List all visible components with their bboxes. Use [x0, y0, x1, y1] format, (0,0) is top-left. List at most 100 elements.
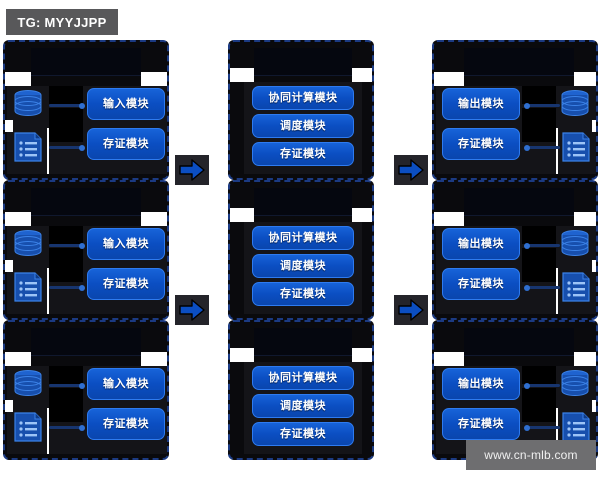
spine-block [522, 226, 556, 244]
flow-arrow-compute-to-output[interactable] [394, 155, 428, 185]
document-list-icon [562, 272, 590, 302]
panel-input-node[interactable]: 输入模块 存证模块 [3, 180, 169, 320]
module-button-collaborative-compute[interactable]: 协同计算模块 [252, 366, 354, 390]
layout-gutter [5, 212, 31, 226]
module-button-scheduling[interactable]: 调度模块 [252, 254, 354, 278]
layout-gutter [592, 400, 596, 412]
module-button-evidence[interactable]: 存证模块 [87, 128, 165, 160]
connector-line [49, 102, 85, 109]
module-button-output[interactable]: 输出模块 [442, 228, 520, 260]
module-button-input[interactable]: 输入模块 [87, 228, 165, 260]
module-button-evidence[interactable]: 存证模块 [442, 128, 520, 160]
spine-block [522, 366, 556, 384]
module-button-evidence[interactable]: 存证模块 [442, 408, 520, 440]
connector-line [49, 382, 85, 389]
connector-line [49, 284, 85, 291]
panel-output-node[interactable]: 输出模块 存证模块 [432, 320, 598, 460]
module-button-collaborative-compute[interactable]: 协同计算模块 [252, 226, 354, 250]
module-button-collaborative-compute[interactable]: 协同计算模块 [252, 86, 354, 110]
layout-gutter [574, 212, 596, 226]
connector-line [524, 242, 560, 249]
arrow-right-icon [179, 159, 205, 181]
flow-arrow-compute-to-output[interactable] [394, 295, 428, 325]
spine-block [522, 248, 556, 282]
layout-gutter [574, 352, 596, 366]
panel-title-bar [31, 188, 141, 216]
arrow-right-icon [398, 159, 424, 181]
panel-compute-node[interactable]: 协同计算模块 调度模块 存证模块 [228, 40, 374, 180]
flow-arrow-input-to-compute[interactable] [175, 295, 209, 325]
layout-gutter [556, 128, 558, 174]
database-icon [13, 230, 43, 258]
connector-line [49, 144, 85, 151]
document-list-icon [14, 132, 42, 162]
spine-block [49, 366, 83, 384]
panel-output-node[interactable]: 输出模块 存证模块 [432, 180, 598, 320]
panel-compute-node[interactable]: 协同计算模块 调度模块 存证模块 [228, 180, 374, 320]
site-watermark: www.cn-mlb.com [466, 440, 596, 470]
document-list-icon [14, 272, 42, 302]
arrow-right-icon [398, 299, 424, 321]
spine-block [522, 108, 556, 142]
panel-title-bar [254, 328, 352, 356]
module-button-evidence[interactable]: 存证模块 [87, 408, 165, 440]
module-button-scheduling[interactable]: 调度模块 [252, 394, 354, 418]
module-button-output[interactable]: 输出模块 [442, 368, 520, 400]
module-button-evidence[interactable]: 存证模块 [252, 282, 354, 306]
panel-input-node[interactable]: 输入模块 存证模块 [3, 40, 169, 180]
layout-gutter [434, 212, 464, 226]
panel-title-bar [254, 48, 352, 76]
document-list-icon [14, 412, 42, 442]
panel-title-bar [464, 328, 574, 356]
layout-gutter [230, 68, 254, 82]
panel-compute-node[interactable]: 协同计算模块 调度模块 存证模块 [228, 320, 374, 460]
telegram-handle-badge: TG: MYYJJPP [6, 9, 118, 35]
module-button-evidence[interactable]: 存证模块 [87, 268, 165, 300]
spine-block [49, 226, 83, 244]
layout-gutter [352, 68, 372, 82]
spine-block [49, 108, 83, 142]
connector-line [524, 424, 560, 431]
module-button-input[interactable]: 输入模块 [87, 88, 165, 120]
layout-gutter [5, 352, 31, 366]
diagram-row: 输入模块 存证模块 协同计算模块 调度模块 存证模块 [0, 320, 600, 462]
panel-title-bar [254, 188, 352, 216]
layout-gutter [574, 72, 596, 86]
panel-title-bar [31, 48, 141, 76]
connector-line [524, 284, 560, 291]
spine-block [522, 388, 556, 422]
spine-block [49, 248, 83, 282]
layout-gutter [47, 128, 49, 174]
panel-output-node[interactable]: 输出模块 存证模块 [432, 40, 598, 180]
layout-gutter [5, 72, 31, 86]
layout-gutter [47, 408, 49, 454]
layout-gutter [5, 120, 13, 132]
layout-gutter [141, 72, 167, 86]
layout-gutter [230, 348, 254, 362]
database-icon [560, 370, 590, 398]
layout-gutter [47, 268, 49, 314]
panel-title-bar [464, 188, 574, 216]
flow-arrow-input-to-compute[interactable] [175, 155, 209, 185]
spine-block [49, 388, 83, 422]
connector-line [524, 382, 560, 389]
layout-gutter [556, 268, 558, 314]
module-button-input[interactable]: 输入模块 [87, 368, 165, 400]
database-icon [13, 90, 43, 118]
spine-block [522, 86, 556, 104]
arrow-right-icon [179, 299, 205, 321]
document-list-icon [562, 132, 590, 162]
module-button-evidence[interactable]: 存证模块 [442, 268, 520, 300]
layout-gutter [141, 212, 167, 226]
module-button-evidence[interactable]: 存证模块 [252, 142, 354, 166]
module-button-scheduling[interactable]: 调度模块 [252, 114, 354, 138]
panel-input-node[interactable]: 输入模块 存证模块 [3, 320, 169, 460]
layout-gutter [352, 208, 372, 222]
layout-gutter [5, 400, 13, 412]
module-button-output[interactable]: 输出模块 [442, 88, 520, 120]
layout-gutter [230, 208, 254, 222]
database-icon [13, 370, 43, 398]
diagram-row: 输入模块 存证模块 协同计算模块 调度模块 存证模块 [0, 40, 600, 182]
module-button-evidence[interactable]: 存证模块 [252, 422, 354, 446]
layout-gutter [434, 72, 464, 86]
